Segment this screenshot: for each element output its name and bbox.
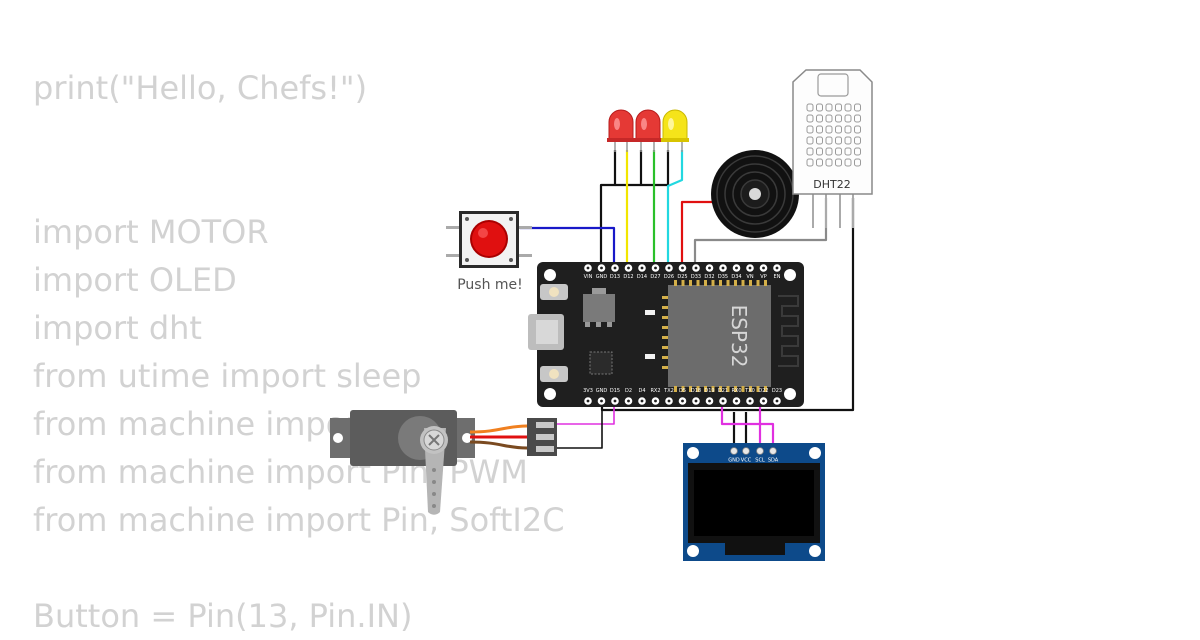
wire-servo-signal[interactable] [556, 402, 615, 425]
wire-oled-sda[interactable] [720, 402, 775, 446]
top-pin-label: VIN [584, 274, 593, 280]
code-line: import dht [33, 309, 202, 347]
bottom-pin-label: D19 [704, 388, 714, 394]
top-pin-label: D25 [677, 274, 687, 280]
bottom-pin-label: 3V3 [583, 388, 593, 394]
wire-led-gnd[interactable] [599, 150, 617, 268]
top-pin-label: D35 [718, 274, 728, 280]
dht-vent-grid [806, 103, 861, 167]
oled-pin[interactable] [742, 447, 750, 455]
oled-pin-label: SCL [755, 458, 765, 464]
top-pin-label: D14 [637, 274, 647, 280]
top-pin-label: D27 [650, 274, 660, 280]
wire-servo-gnd[interactable] [556, 410, 603, 449]
code-line: Button = Pin(13, Pin.IN) [33, 597, 413, 635]
oled-pin[interactable] [730, 447, 738, 455]
buzzer[interactable] [711, 150, 799, 238]
esp32-chip-label: ESP32 [727, 305, 751, 368]
wire-led-cyan[interactable] [666, 150, 684, 268]
code-line: import MOTOR [33, 213, 269, 251]
servo-motor[interactable] [330, 410, 557, 515]
wire-button-d13[interactable] [520, 226, 616, 268]
top-pin-label: D34 [731, 274, 741, 280]
oled-pin[interactable] [769, 447, 777, 455]
top-pin-label: EN [774, 274, 781, 280]
bottom-pin-label: D23 [772, 388, 782, 394]
bottom-pin-label: TX0 [744, 388, 755, 394]
dht22-label: DHT22 [813, 178, 850, 191]
code-line: from machine import Pin, SoftI2C [33, 501, 565, 539]
voltage-regulator [583, 294, 615, 322]
bottom-pin-label: D4 [638, 388, 645, 394]
bottom-pin-label: TX2 [663, 388, 674, 394]
bottom-pin-label: D15 [610, 388, 620, 394]
top-pin-label: D13 [610, 274, 620, 280]
top-pin-label: D33 [691, 274, 701, 280]
code-line: from utime import sleep [33, 357, 422, 395]
led-red-2[interactable] [634, 109, 662, 152]
led-yellow[interactable] [661, 109, 689, 152]
oled-pin-label: SDA [768, 458, 779, 464]
pushbutton[interactable]: Push me! [446, 211, 532, 293]
bottom-pin-label: D22 [758, 388, 768, 394]
top-pin-label: D12 [623, 274, 633, 280]
bottom-pin-label: GND [596, 388, 608, 394]
code-line: import OLED [33, 261, 237, 299]
dht22-sensor[interactable]: DHT22 [792, 69, 873, 228]
bottom-pin-label: D21 [718, 388, 728, 394]
oled-pin-label: GND [728, 458, 740, 464]
top-pin-label: D32 [704, 274, 714, 280]
bottom-pin-label: D2 [625, 388, 632, 394]
oled-pin[interactable] [756, 447, 764, 455]
top-pin-label: VP [760, 274, 766, 280]
bottom-pin-label: D18 [691, 388, 701, 394]
bottom-pin-label: RX0 [731, 388, 741, 394]
top-pin-label: D26 [664, 274, 674, 280]
code-line: print("Hello, Chefs!") [33, 69, 368, 107]
pushbutton-label: Push me! [457, 277, 523, 293]
bottom-pin-label: D5 [679, 388, 686, 394]
top-pin-label: VN [746, 274, 753, 280]
antenna [778, 295, 799, 367]
bottom-pin-label: RX2 [650, 388, 660, 394]
oled-pin-label: VCC [741, 458, 752, 464]
top-pin-label: GND [596, 274, 608, 280]
esp32-module [668, 285, 771, 387]
led-red-1[interactable] [607, 109, 635, 152]
usb-uart-chip [589, 351, 613, 375]
